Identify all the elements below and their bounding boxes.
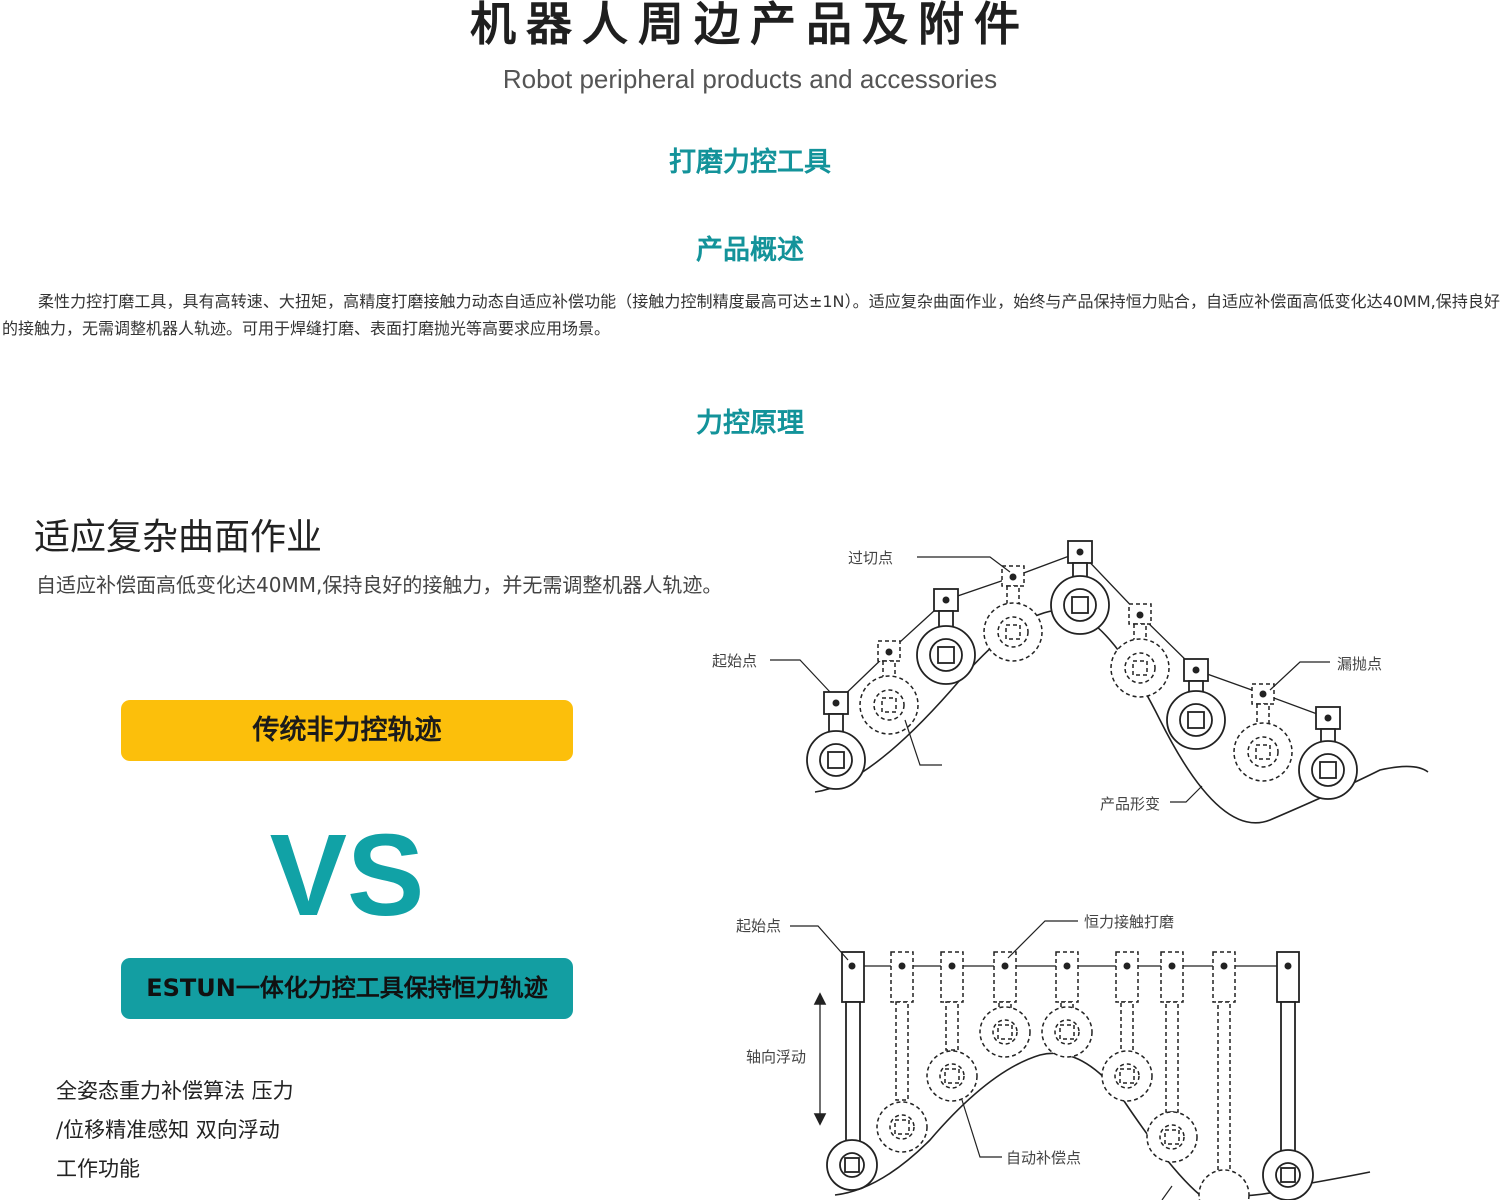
constant-force-label: 恒力接触打磨 — [1084, 913, 1174, 931]
start-label: 起始点 — [736, 917, 781, 935]
overview-heading: 产品概述 — [696, 235, 804, 266]
auto-compensation-label: 自动补偿点 — [1006, 1149, 1081, 1167]
estun-trajectory-diagram: 起始点 恒力接触打磨 轴向浮动 自动补偿点 — [736, 913, 1371, 1200]
feature-line: 工作功能 — [56, 1157, 140, 1181]
principle-headline: 适应复杂曲面作业 — [34, 517, 323, 558]
feature-line: /位移精准感知 双向浮动 — [56, 1118, 280, 1142]
principle-description: 自适应补偿面高低变化达40MM,保持良好的接触力，并无需调整机器人轨迹。 — [36, 573, 723, 597]
product-name-heading: 打磨力控工具 — [669, 147, 831, 178]
traditional-trajectory-diagram: 过切点 起始点 漏抛点 产品形变 — [712, 540, 1429, 824]
axial-float-label: 轴向浮动 — [746, 1048, 806, 1066]
missed-label: 漏抛点 — [1337, 655, 1382, 673]
vs-text: VS — [269, 810, 425, 940]
feature-line: 全姿态重力补偿算法 压力 — [56, 1079, 294, 1103]
traditional-trajectory-badge: 传统非力控轨迹 — [121, 700, 573, 761]
page-title: 机器人周边产品及附件 — [470, 0, 1030, 51]
principle-heading: 力控原理 — [696, 408, 804, 439]
overview-paragraph: 柔性力控打磨工具，具有高转速、大扭矩，高精度打磨接触力动态自适应补偿功能（接触力… — [2, 292, 1500, 338]
deform-label: 产品形变 — [1100, 795, 1160, 813]
feature-list: 全姿态重力补偿算法 压力 /位移精准感知 双向浮动 工作功能 — [56, 1072, 326, 1189]
overcut-label: 过切点 — [848, 549, 893, 567]
start-label: 起始点 — [712, 652, 757, 670]
page-subtitle: Robot peripheral products and accessorie… — [502, 64, 998, 94]
estun-trajectory-badge: ESTUN一体化力控工具保持恒力轨迹 — [121, 958, 573, 1019]
